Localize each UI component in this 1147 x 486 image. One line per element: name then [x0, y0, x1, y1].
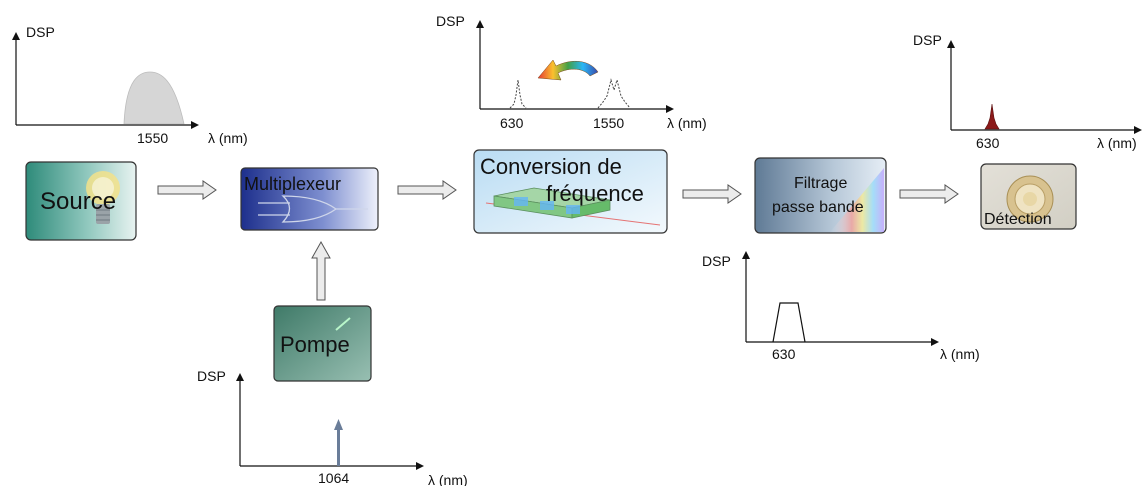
- y-axis-label: DSP: [913, 32, 942, 48]
- tick-label: 630: [772, 346, 796, 362]
- arrow-mux-to-conversion: [397, 180, 457, 200]
- source-block: Source: [25, 161, 137, 241]
- detection-peak: [984, 103, 1000, 130]
- x-axis-label: λ (nm): [208, 130, 248, 146]
- or-gate-icon: [258, 195, 368, 223]
- block-label: Source: [40, 188, 116, 215]
- detection-spectrum-plot: DSP 630 λ (nm): [913, 32, 1142, 151]
- block-label: Pompe: [280, 332, 350, 357]
- tick-label: 1550: [137, 130, 168, 146]
- detection-block: Détection: [980, 163, 1077, 230]
- conversion-peak-1550: [597, 78, 631, 109]
- y-axis-label: DSP: [702, 253, 731, 269]
- conversion-peak-630: [509, 79, 527, 109]
- multiplexeur-block: Multiplexeur: [240, 167, 379, 231]
- arrow-filter-to-detection: [899, 184, 959, 204]
- pump-line-tip: [334, 419, 343, 430]
- block-label-line2: fréquence: [546, 181, 644, 206]
- filter-spectrum-plot: DSP 630 λ (nm): [702, 251, 980, 362]
- filter-passband: [772, 302, 806, 343]
- block-label-line1: Filtrage: [794, 175, 847, 192]
- conversion-arrow-icon: [537, 59, 599, 81]
- photodetector-icon: [1006, 175, 1054, 223]
- tick-label-1550: 1550: [593, 115, 624, 131]
- tick-label: 1064: [318, 470, 349, 486]
- block-label-line2: passe bande: [772, 199, 864, 216]
- conversion-block: Conversion de fréquence: [473, 149, 668, 234]
- block-label: Multiplexeur: [244, 174, 341, 194]
- x-axis-label: λ (nm): [940, 346, 980, 362]
- block-label: Détection: [984, 211, 1052, 228]
- laser-beam-icon: [335, 317, 351, 331]
- x-axis-label: λ (nm): [1097, 135, 1137, 151]
- y-axis-label: DSP: [436, 13, 465, 29]
- tick-label-630: 630: [500, 115, 524, 131]
- arrow-pump-to-mux: [311, 240, 331, 301]
- block-label-line1: Conversion de: [480, 154, 622, 179]
- tick-label: 630: [976, 135, 1000, 151]
- crystal-icon: [485, 187, 661, 226]
- x-axis-label: λ (nm): [428, 472, 468, 486]
- filtrage-block: Filtrage passe bande: [754, 157, 887, 234]
- arrow-source-to-mux: [157, 180, 217, 200]
- light-bulb-icon: [86, 171, 120, 224]
- conversion-spectrum-plot: DSP 630 1550 λ (nm): [436, 13, 707, 131]
- y-axis-label: DSP: [197, 368, 226, 384]
- prism-icon: [830, 168, 884, 232]
- source-spectrum-peak: [123, 71, 185, 125]
- y-axis-label: DSP: [26, 24, 55, 40]
- x-axis-label: λ (nm): [667, 115, 707, 131]
- pump-spectrum-plot: DSP 1064 λ (nm): [197, 368, 468, 486]
- pompe-block: Pompe: [273, 305, 372, 382]
- arrow-conversion-to-filter: [682, 184, 742, 204]
- source-spectrum-plot: DSP 1550 λ (nm): [12, 24, 248, 146]
- flow-arrows: [157, 180, 959, 301]
- pump-line: [337, 428, 340, 466]
